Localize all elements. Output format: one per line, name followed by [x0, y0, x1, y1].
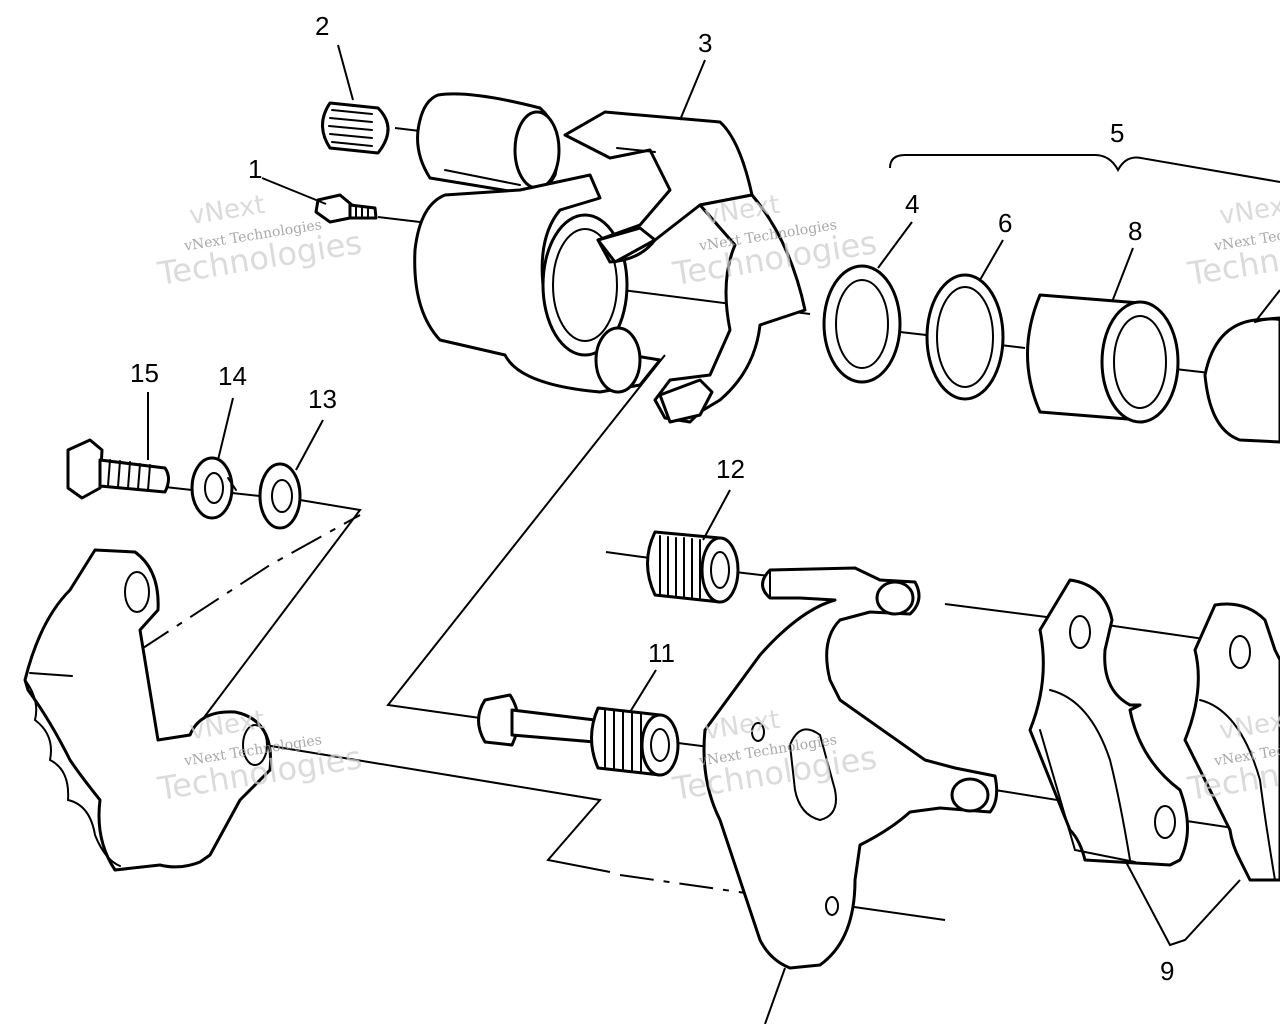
- part-6-piston: [1026, 293, 1180, 424]
- part-12-slide-pin-boot: [646, 530, 740, 604]
- svg-text:vNext: vNext: [1217, 190, 1280, 232]
- part-2-threaded-sleeve: [321, 101, 421, 155]
- part-9-brake-pad-2: [1183, 602, 1280, 882]
- watermark-6: vNext vNext Technologies Technologies: [1184, 705, 1280, 808]
- watermark-1: vNext vNext Technologies Technologies: [154, 190, 364, 293]
- callout-13: 13: [308, 384, 337, 414]
- callout-4: 4: [905, 189, 919, 219]
- callout-5: 6: [998, 208, 1012, 238]
- callout-11: 11: [648, 638, 675, 668]
- part-15-bolt: [66, 438, 170, 500]
- callout-14: 14: [218, 361, 247, 391]
- callout-2: 2: [315, 11, 329, 41]
- part-3-caliper-body: [413, 92, 807, 424]
- watermark-2: vNext vNext Technologies Technologies: [669, 190, 879, 293]
- callout-labels: 2 1 3 5 4 6 8 15 14 13 12 11 9: [130, 11, 1174, 986]
- part-1-bleeder-screw: [314, 193, 378, 224]
- callout-3: 3: [698, 28, 712, 58]
- svg-text:vNext: vNext: [187, 190, 267, 232]
- callout-9: 9: [1160, 956, 1174, 986]
- part-14-lock-washer: [190, 456, 237, 520]
- part-piston-boot-partial: [1203, 316, 1280, 444]
- callout-12: 12: [716, 454, 745, 484]
- callout-1: 1: [248, 154, 262, 184]
- part-11-slide-pin: [477, 693, 680, 777]
- watermark-group: vNext vNext Technologies Technologies vN…: [154, 190, 1280, 808]
- part-5-dust-seal: [925, 273, 1005, 401]
- part-9-brake-pad-1: [1028, 578, 1189, 867]
- part-4-piston-seal: [822, 264, 902, 384]
- part-13-flat-washer: [258, 462, 302, 530]
- watermark-3: vNext vNext Technologies Technologies: [1184, 190, 1280, 293]
- part-10-caliper-bracket: [702, 566, 999, 970]
- callout-8: 5: [1110, 118, 1124, 148]
- callout-leaders: [147, 44, 1280, 1024]
- mounting-bracket-left: [23, 548, 273, 872]
- callout-15: 15: [130, 358, 159, 388]
- callout-6: 8: [1128, 216, 1142, 246]
